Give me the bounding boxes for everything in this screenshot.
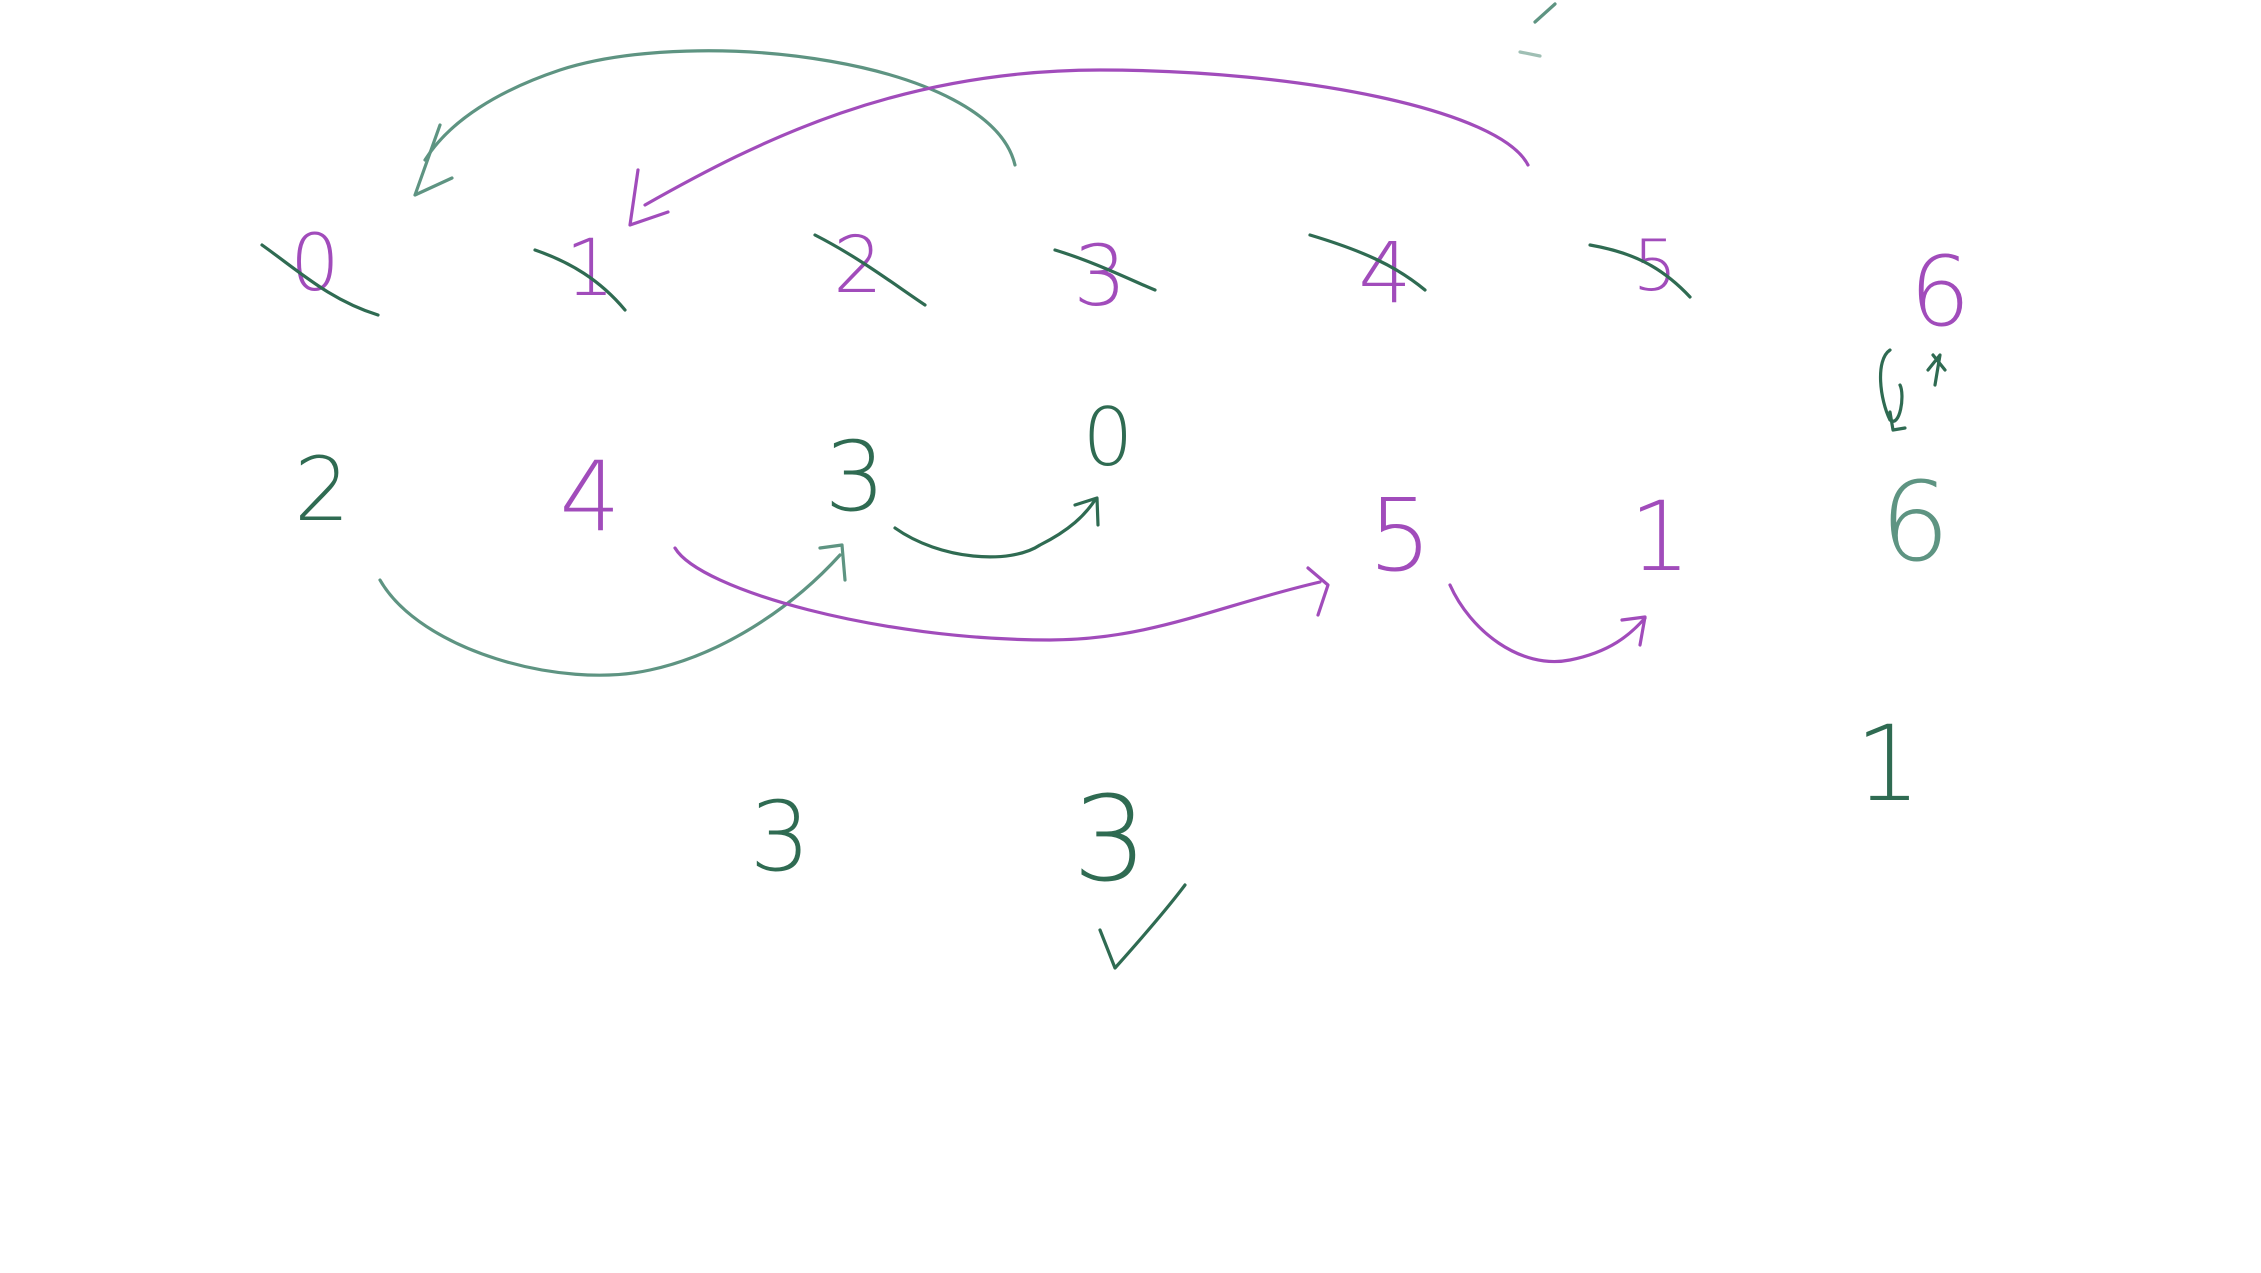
arrow-4-to-5-head [1620,615,1647,647]
value-4: 5 [1368,477,1432,594]
stray-marks [1518,2,1557,58]
strike-4 [1308,233,1427,292]
self-loop-6-arrow [1888,353,1947,432]
value-3: 0 [1083,391,1134,484]
strike-1 [533,248,627,312]
value-row: 2 4 3 0 5 1 6 [294,391,1950,594]
purple-back-arrow-head [628,168,670,227]
value-6: 6 [1880,458,1950,586]
top-arrows [413,49,1530,227]
value-arrows [378,348,1947,677]
cycle-length-2: 3 [1072,770,1147,908]
check-icon: ✓ [1098,883,1187,970]
index-5: 5 [1633,225,1678,307]
green-back-arrow [423,49,1017,167]
arrow-0-to-2 [378,553,842,677]
value-5: 1 [1629,481,1690,593]
value-1: 4 [559,441,620,553]
value-2: 3 [824,421,885,533]
arrow-2-to-3-head [1073,496,1100,527]
cycle-lengths: 3 3 1 [749,703,1921,908]
strike-3 [1053,248,1157,292]
arrow-4-to-5 [1448,583,1647,664]
value-0: 2 [294,438,350,541]
strike-2 [813,233,927,307]
index-3: 3 [1073,227,1126,325]
arrow-1-to-4-head [1306,566,1330,617]
purple-back-arrow [643,68,1530,207]
strike-5 [1588,243,1692,299]
self-loop-6 [1878,348,1904,423]
green-back-arrow-head [413,123,454,197]
index-row: 0 1 2 3 4 5 6 [260,219,1971,348]
cycle-length-1: 3 [749,781,810,893]
arrow-0-to-2-head [818,543,847,582]
index-1: 1 [565,224,615,314]
cycle-length-3: 1 [1855,703,1921,825]
arrow-2-to-3 [893,498,1097,559]
index-6: 6 [1909,236,1970,348]
strike-0 [260,243,380,317]
index-2: 2 [833,221,883,311]
arrow-1-to-4 [673,546,1322,642]
